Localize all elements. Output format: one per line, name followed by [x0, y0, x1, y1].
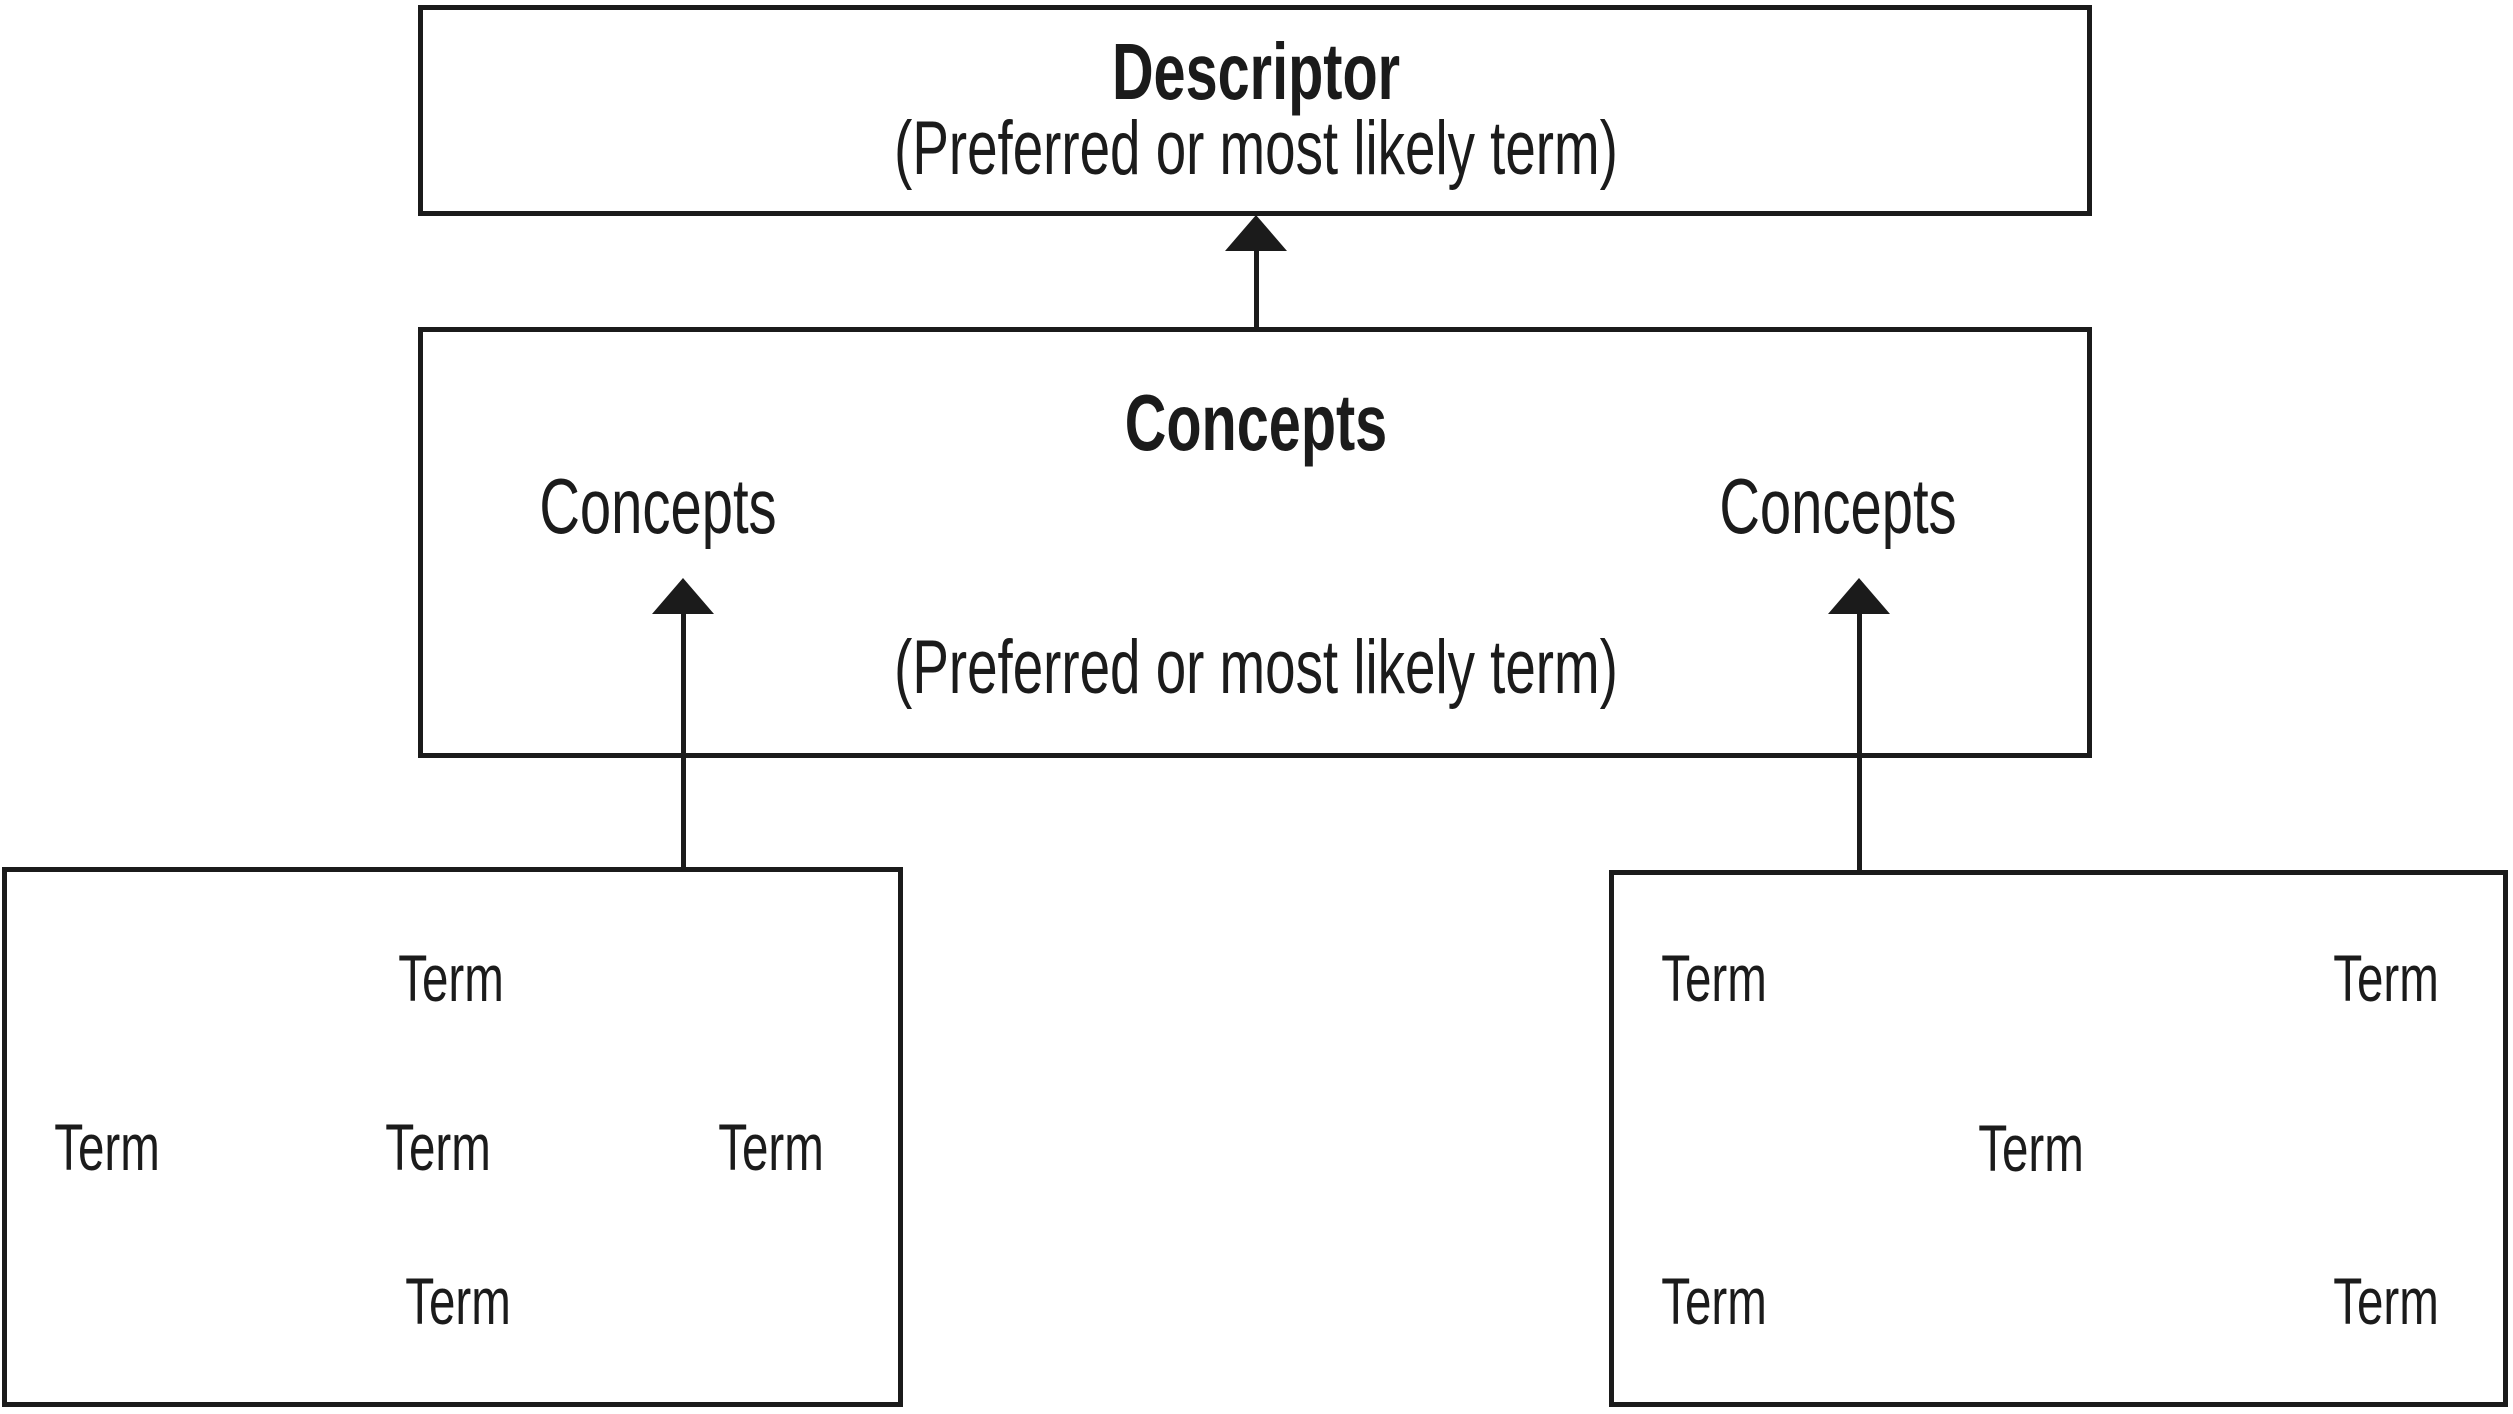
concepts-title: Concepts — [1124, 378, 1388, 467]
concepts-right-label: Concepts — [1719, 462, 1957, 550]
term-label: Term — [385, 1110, 491, 1184]
arrow-head-icon — [1225, 215, 1287, 251]
term-label: Term — [54, 1110, 160, 1184]
term-label: Term — [405, 1264, 511, 1338]
descriptor-title: Descriptor — [1111, 27, 1401, 116]
term-label: Term — [718, 1110, 824, 1184]
term-label: Term — [2333, 941, 2439, 1015]
arrow-head-icon — [652, 578, 714, 614]
arrow-line — [1254, 245, 1259, 330]
descriptor-box — [418, 5, 2092, 216]
right-terms-box — [1609, 870, 2508, 1407]
term-label: Term — [398, 941, 504, 1015]
term-label: Term — [2333, 1264, 2439, 1338]
concepts-left-label: Concepts — [539, 462, 777, 550]
arrow-line — [681, 608, 686, 870]
term-label: Term — [1661, 1264, 1767, 1338]
term-label: Term — [1661, 941, 1767, 1015]
term-label: Term — [1978, 1111, 2084, 1185]
arrow-head-icon — [1828, 578, 1890, 614]
left-terms-box — [2, 867, 903, 1407]
arrow-line — [1857, 608, 1862, 872]
concepts-box — [418, 327, 2092, 758]
descriptor-subtitle: (Preferred or most likely term) — [894, 106, 1618, 191]
concepts-subtitle: (Preferred or most likely term) — [894, 625, 1618, 710]
